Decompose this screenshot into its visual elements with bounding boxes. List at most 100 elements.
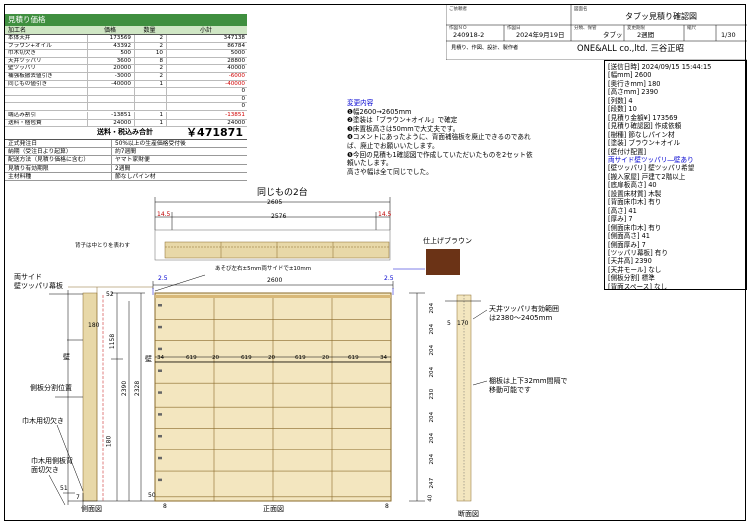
company-note: 見積り、作図、設計、製作者 [451, 45, 519, 51]
cell-qty [135, 88, 167, 95]
change-value: 2週間 [637, 31, 655, 39]
shelf-note: 棚板は上下32mm間隔で [489, 377, 568, 385]
finish-label: 仕上げブラウン [423, 237, 472, 245]
condition-row: 配送方法（見積り価格に含む）ヤマト家財便 [5, 156, 247, 165]
spec-line: [列数] 4 [608, 96, 633, 105]
date-value: 2024年9月19日 [516, 31, 565, 39]
bottom-dim: 50 [148, 492, 156, 499]
cell-price: -13851 [88, 112, 135, 119]
width-dim: 20 [212, 355, 220, 361]
spec-line: [奥行きmm] 180 [608, 79, 661, 88]
top-dim: 52 [106, 291, 114, 298]
shelf-pin [158, 369, 162, 372]
shelf-pin [158, 325, 162, 329]
cell-subtotal: 347138 [223, 35, 245, 41]
customer-label: ご依頼者 [449, 7, 467, 12]
estimate-header: 加工名 価格 数量 小計 [5, 26, 247, 35]
condition-key: 見積り有効期限 [5, 164, 112, 172]
cell-price: 24000 [88, 119, 135, 127]
shelf-height-dim: 204 [429, 323, 436, 335]
front-total: 2600 [267, 277, 283, 284]
floor-dim-a: 51 [60, 485, 68, 492]
spec-line: [樹種] 節なしパイン材 [608, 130, 675, 139]
spec-line: [厚み] 7 [608, 215, 633, 224]
cell-qty: 10 [135, 50, 167, 57]
shelf-height-dim: 247 [429, 477, 436, 489]
cell-price: 173569 [88, 35, 135, 42]
cell-price: -40000 [88, 80, 135, 88]
width-dim: 20 [268, 355, 276, 361]
spec-line: [塗装] ブラウン+オイル [608, 139, 681, 148]
cell-price [88, 95, 135, 103]
note-line: ば、廃止でお願いいたします。 [347, 141, 439, 150]
table-row: 0 [5, 88, 247, 96]
width-dim: 619 [295, 355, 306, 361]
shelf-pin [158, 304, 162, 307]
category-value: タブッ [603, 31, 623, 39]
section-view-label: 断面図 [458, 510, 479, 518]
shelf-pin [158, 347, 162, 351]
top-view-walls [154, 229, 391, 261]
category-label: 分類、保管 [574, 26, 597, 31]
baseboard-cut-label: 巾木用切欠き [22, 417, 64, 425]
bottom-dim-left: 8 [163, 503, 167, 510]
shelf-height-dim: 204 [429, 432, 436, 444]
dim-top-mid: 2576 [271, 213, 287, 220]
shelf-height-dim: 230 [429, 389, 436, 400]
spec-line: [側板分割] 標準 [608, 274, 655, 283]
cell-qty: 2 [135, 35, 167, 42]
cell-price: 20000 [88, 65, 135, 72]
drawing-no-label: 作図ＮＯ [449, 26, 467, 31]
bottom-dim-right: 8 [385, 503, 389, 510]
note-line: ❺今回の見積も1確認図で作成していただいたものを2セット依 [347, 150, 533, 159]
side-dim: 170 [457, 320, 469, 327]
spec-line: [底扉板高さ] 40 [608, 181, 657, 190]
note-line: ❷塗装は「ブラウン+オイル」で確定 [347, 116, 458, 125]
note-line: 高さや幅は全て同じでした。 [347, 167, 433, 176]
cell-name: 壁ツッパリ [5, 65, 88, 72]
gap-note: あそび左右±5mm両サイドで±10mm [215, 266, 312, 272]
cell-subtotal: -6000 [228, 72, 245, 79]
finish-swatch [426, 249, 460, 275]
cell-subtotal: 86784 [227, 42, 245, 49]
spec-line: [背面床巾木] 有り [608, 198, 662, 207]
shelf-height-dim: 204 [429, 366, 436, 378]
cell-subtotal: 0 [241, 88, 245, 95]
note-line: 頼いたします。 [347, 159, 393, 168]
spec-line: [高さ] 41 [608, 206, 637, 215]
estimate-total: 送料・税込み合計 ￥471871 [5, 126, 247, 139]
height-inner: 2328 [134, 380, 142, 397]
title-block-grid [446, 5, 747, 60]
table-row: 0 [5, 103, 247, 111]
scale-label: 縮尺 [687, 26, 696, 31]
condition-key: 主材料種 [5, 172, 112, 180]
condition-value: ヤマト家財便 [115, 157, 150, 164]
width-dim: 619 [348, 355, 359, 361]
spec-line: [壁付け配置] [608, 147, 647, 156]
width-dim: 34 [380, 355, 388, 361]
both-sides-label: 両サイド [14, 273, 42, 281]
total-value: ￥471871 [186, 126, 243, 139]
cell-price: 43392 [88, 42, 135, 50]
cell-subtotal: 5000 [230, 50, 245, 57]
header-name: 加工名 [8, 27, 27, 34]
shelf-height-dim: 40 [427, 494, 434, 502]
condition-value: 節なしパイン材 [115, 173, 156, 180]
width-dim: 20 [322, 355, 330, 361]
shelf-height-dim: 204 [429, 411, 436, 423]
cell-subtotal: 0 [241, 103, 245, 110]
cell-qty [135, 103, 167, 110]
cell-subtotal: -13851 [225, 112, 245, 118]
spec-line: [側面高さ] 41 [608, 232, 651, 241]
shelf-pin [158, 478, 162, 482]
change-label: 変更期限 [627, 26, 645, 31]
note-line: ❶幅2600→2605mm [347, 107, 412, 116]
company-name: ONE&ALL co.,ltd. 三谷正昭 [577, 43, 685, 53]
